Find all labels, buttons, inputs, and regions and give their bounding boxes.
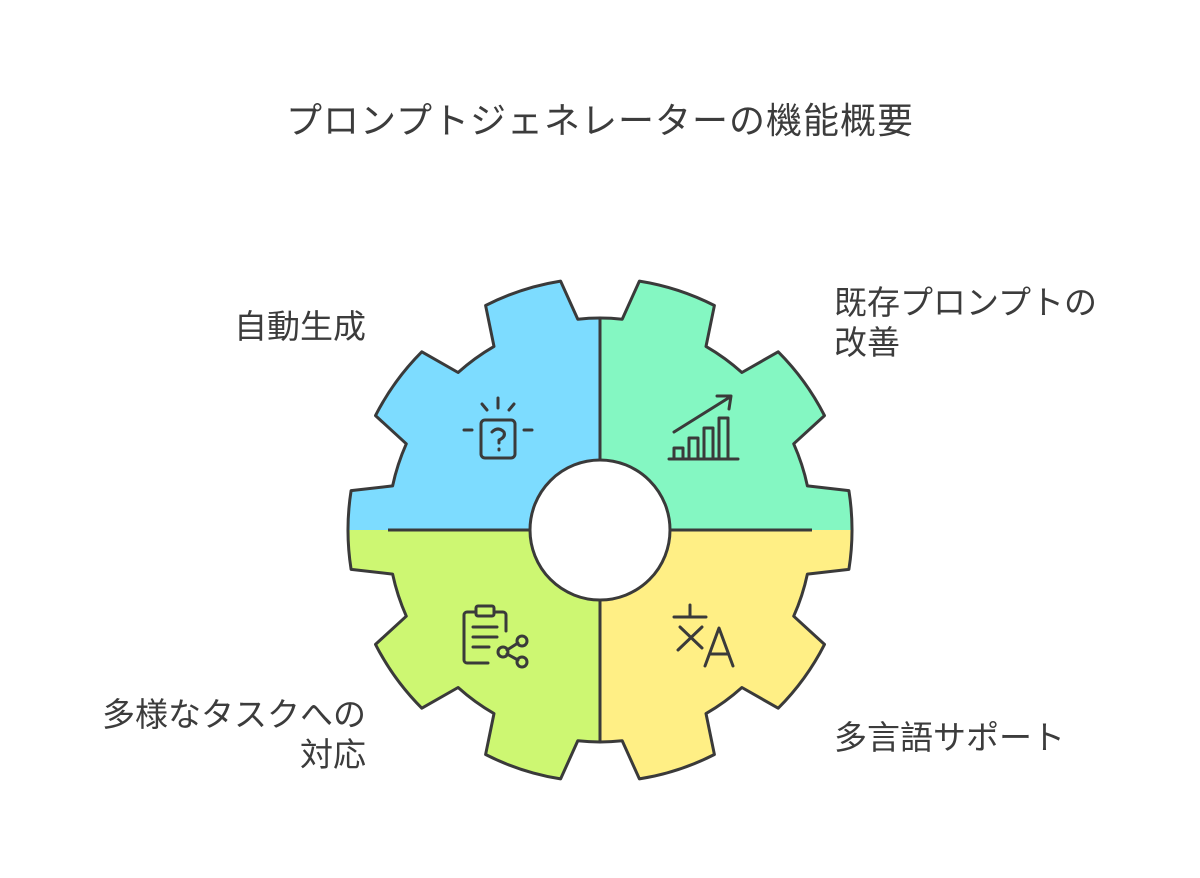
center-hole bbox=[528, 458, 672, 602]
growth-chart-icon bbox=[667, 394, 740, 461]
label-multilingual-line-1: 多言語サポート bbox=[834, 718, 1065, 757]
gear-outline bbox=[346, 279, 854, 781]
segment-improve-prompt bbox=[600, 281, 852, 530]
label-improve-prompt-line-1: 既存プロンプトの bbox=[834, 283, 1098, 322]
label-multi-task-line-2: 対応 bbox=[300, 735, 366, 774]
segment-multi-task bbox=[348, 530, 600, 779]
question-box-icon bbox=[462, 396, 534, 460]
label-auto-generate: 自動生成 bbox=[180, 307, 366, 347]
translate-icon bbox=[672, 603, 735, 668]
page-title: プロンプトジェネレーターの機能概要 bbox=[286, 101, 914, 142]
label-multilingual: 多言語サポート bbox=[834, 718, 1065, 758]
clipboard-share-icon bbox=[462, 604, 529, 669]
segment-auto-generate bbox=[348, 281, 600, 530]
label-improve-prompt: 既存プロンプトの 改善 bbox=[834, 283, 1097, 363]
label-multi-task-line-1: 多様なタスクへの bbox=[102, 695, 366, 734]
label-improve-prompt-line-2: 改善 bbox=[834, 323, 900, 362]
label-auto-generate-line-1: 自動生成 bbox=[234, 307, 366, 346]
label-multi-task: 多様なタスクへの 対応 bbox=[40, 695, 366, 775]
